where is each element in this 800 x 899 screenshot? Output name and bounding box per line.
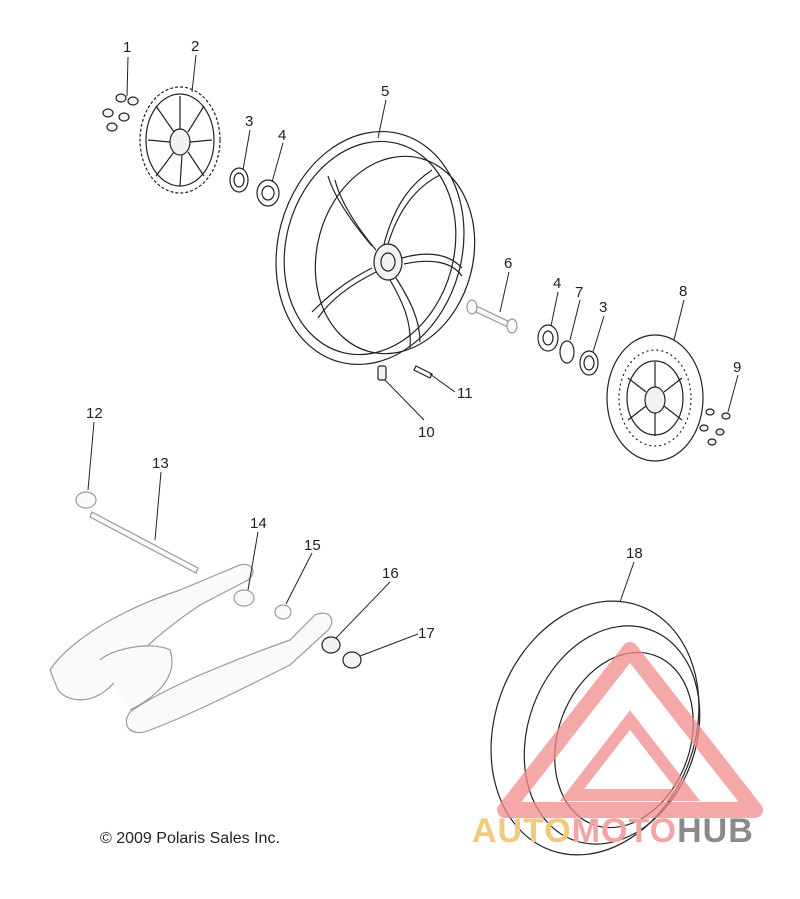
callout-labels: 1 2 3 4 5 3 4 6 7 8 9 10 11 12 13 14 15 … [86, 38, 741, 642]
callout-16: 16 [382, 565, 399, 582]
part-14-bushing [233, 589, 255, 607]
watermark-part-auto: AUTO [472, 812, 572, 850]
part-6-spacer [466, 299, 518, 334]
callout-1: 1 [123, 39, 131, 56]
watermark-part-moto: MOTO [571, 812, 678, 850]
part-18-tire [490, 600, 701, 856]
callout-4-left: 4 [278, 127, 286, 144]
callout-7: 7 [575, 284, 583, 301]
callout-11: 11 [457, 385, 473, 402]
callout-2: 2 [191, 38, 199, 55]
part-1-bolts [102, 93, 139, 132]
part-11-valve-cap [413, 365, 433, 379]
part-17-nut [342, 651, 362, 669]
callout-10: 10 [418, 424, 435, 441]
callout-5: 5 [381, 83, 389, 100]
callout-3-right: 3 [599, 299, 607, 316]
callout-14: 14 [250, 515, 267, 532]
callout-8: 8 [679, 283, 687, 300]
part-2-sprocket [139, 86, 221, 194]
part-8-brake-disc [606, 334, 704, 462]
part-4-bearing-right [537, 324, 559, 352]
part-7-snap-ring [559, 340, 575, 364]
part-3-seal-left [229, 167, 249, 193]
part-5-wheel [275, 130, 476, 366]
part-4-bearing-left [256, 179, 280, 207]
callout-13: 13 [152, 455, 169, 472]
callout-15: 15 [304, 537, 321, 554]
watermark-wordmark: AUTOMOTOHUB [472, 812, 754, 851]
part-9-bolts [699, 408, 731, 446]
swingarm [49, 563, 333, 734]
callout-3-left: 3 [245, 113, 253, 130]
watermark-logo-mark [497, 642, 763, 818]
callout-18: 18 [626, 545, 643, 562]
watermark-part-hub: HUB [677, 812, 754, 850]
callout-6: 6 [504, 255, 512, 272]
leader-lines [87, 54, 739, 657]
part-13-axle [89, 511, 199, 574]
callout-4-right: 4 [553, 275, 561, 292]
part-16-washer [321, 636, 341, 654]
copyright-notice: © 2009 Polaris Sales Inc. [100, 830, 280, 847]
part-10-valve-stem [377, 365, 387, 381]
callout-12: 12 [86, 405, 103, 422]
part-12-adjuster [75, 491, 97, 509]
callout-17: 17 [418, 625, 435, 642]
callout-9: 9 [733, 359, 741, 376]
part-3-seal-right [579, 350, 599, 376]
part-15-bushing [274, 604, 292, 620]
